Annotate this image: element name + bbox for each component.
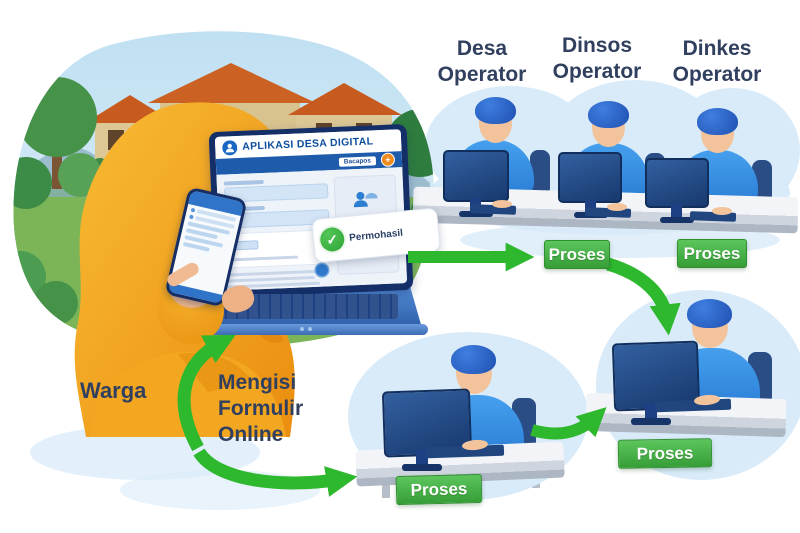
hand — [607, 203, 627, 211]
proses-badge-desa: Proses — [544, 240, 610, 269]
operator-hair — [451, 345, 496, 374]
tree-canopy — [13, 157, 52, 209]
proses-badge-dinsos: Proses — [677, 239, 747, 268]
monitor-stand — [645, 404, 657, 420]
icon-card — [333, 174, 398, 223]
monitor-base — [631, 418, 671, 425]
laptop: APLIKASI DESA DIGITAL Bacapos + — [208, 123, 441, 299]
label-dinkes-operator: Dinkes Operator — [672, 37, 762, 86]
proses-badge-intake: Proses — [395, 473, 483, 506]
touchpad-dot — [308, 327, 312, 331]
monitor-base — [459, 211, 493, 217]
house-main-roof — [148, 63, 316, 103]
operator-hair — [687, 299, 732, 328]
monitor-base — [402, 464, 442, 471]
label-dinsos-operator: Dinsos Operator — [552, 34, 642, 83]
monitor — [645, 158, 709, 208]
arrow-warga-to-intake — [193, 448, 358, 497]
monitor-stand — [416, 450, 428, 466]
monitor-stand — [585, 199, 596, 213]
label-mengisi-formulir-online: Mengisi Formulir Online — [218, 371, 304, 447]
app-header: APLIKASI DESA DIGITAL — [214, 129, 402, 159]
monitor-stand — [671, 204, 682, 218]
hand — [492, 200, 512, 208]
operator-hair — [475, 97, 516, 124]
laptop-base-edge — [186, 324, 428, 335]
label-desa-operator: Desa Operator — [437, 37, 527, 86]
tree-trunk — [52, 143, 62, 189]
monitor-base — [660, 217, 694, 223]
app-logo-icon — [222, 139, 238, 155]
arrow-warga-to-app — [177, 334, 236, 452]
operator-hair — [588, 101, 629, 128]
chair — [530, 150, 550, 196]
arrow-desa-to-final — [606, 257, 681, 336]
people-cloud-icon — [353, 191, 378, 208]
operator-hair — [697, 108, 738, 135]
desk-leg — [382, 482, 390, 498]
house-right-roof — [288, 83, 402, 115]
smartphone-in-hand — [148, 186, 276, 354]
touchpad-dot — [300, 327, 304, 331]
hand — [712, 207, 732, 215]
arrow-intake-to-final — [530, 407, 607, 440]
label-warga: Warga — [80, 378, 147, 403]
proses-badge-final: Proses — [617, 438, 713, 469]
